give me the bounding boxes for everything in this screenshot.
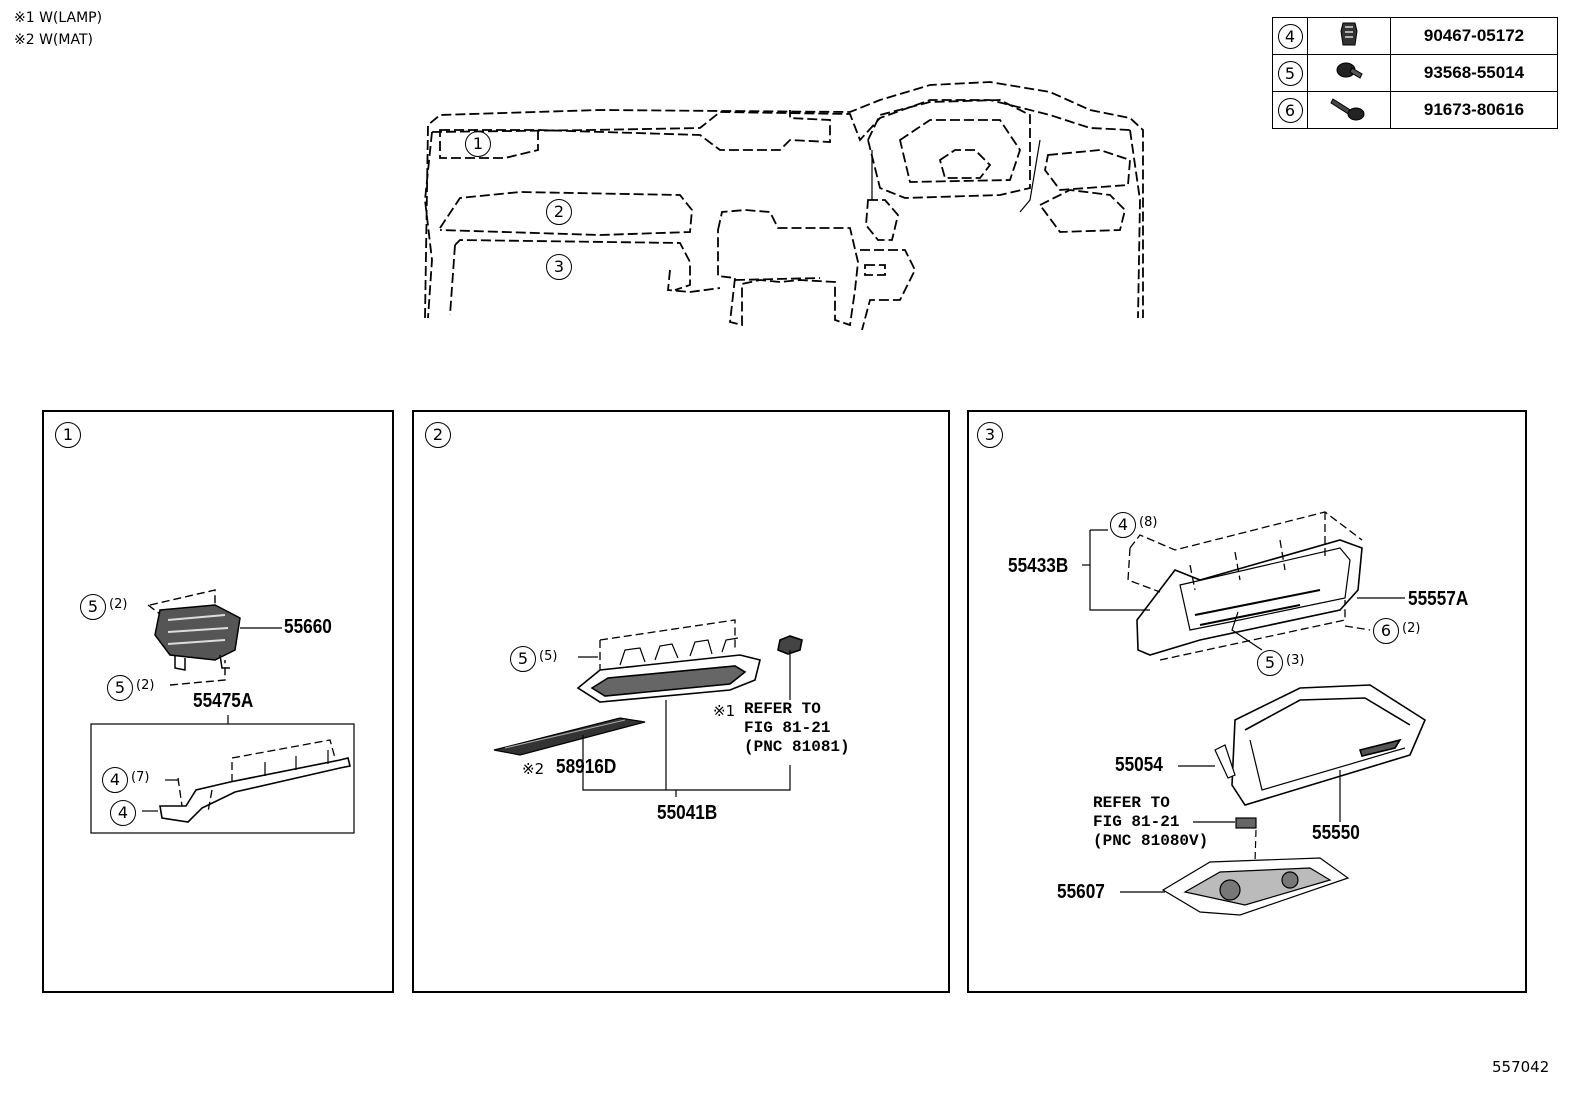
fastener-part-number: 93568-55014 <box>1390 54 1558 92</box>
fastener-table: 4 90467-05172 5 93568-55014 6 91673-8061… <box>1272 17 1558 129</box>
callout-qty: (7) <box>131 770 150 785</box>
fastener-ref: 4 <box>1277 23 1303 49</box>
note-mat: ※2 W(MAT) <box>14 32 93 48</box>
detail-panel-1 <box>42 410 394 993</box>
detail-panel-2 <box>412 410 950 993</box>
bolt-icon <box>1307 91 1391 129</box>
note-mark-lamp: ※1 <box>713 702 736 720</box>
panel-2-marker: 2 <box>425 422 451 448</box>
note-mark-mat: ※2 <box>522 760 545 778</box>
fastener-ref: 6 <box>1277 97 1303 123</box>
note-lamp: ※1 W(LAMP) <box>14 10 103 26</box>
screw-icon <box>1307 54 1391 92</box>
fastener-part-number: 91673-80616 <box>1390 91 1558 129</box>
part-label-55557A: 55557A <box>1408 588 1469 610</box>
part-label-58916D: 58916D <box>556 756 617 778</box>
fastener-ref: 5 <box>1277 60 1303 86</box>
refer-pnc-line: (PNC 81080V) <box>1093 832 1209 850</box>
callout-ref-4: 4 <box>102 767 128 793</box>
figure-id: 557042 <box>1492 1058 1550 1076</box>
fastener-row: 4 90467-05172 <box>1272 17 1558 55</box>
callout-qty: (3) <box>1286 653 1305 668</box>
fastener-part-number: 90467-05172 <box>1390 17 1558 55</box>
part-label-55607: 55607 <box>1057 881 1105 903</box>
callout-qty: (2) <box>109 597 128 612</box>
detail-panel-3 <box>967 410 1527 993</box>
callout-qty: (2) <box>136 678 155 693</box>
callout-ref-6: 6 <box>1373 618 1399 644</box>
panel-3-marker: 3 <box>977 422 1003 448</box>
overview-zone-2-marker: 2 <box>546 199 572 225</box>
panel-1-marker: 1 <box>55 422 81 448</box>
callout-ref-4: 4 <box>1110 512 1136 538</box>
part-label-55054: 55054 <box>1115 754 1163 776</box>
fastener-row: 5 93568-55014 <box>1272 54 1558 92</box>
overview-zone-1-marker: 1 <box>465 131 491 157</box>
refer-pnc-line: (PNC 81081) <box>744 738 850 756</box>
callout-qty: (5) <box>539 649 558 664</box>
callout-ref-5: 5 <box>510 646 536 672</box>
refer-to-line: REFER TO <box>744 700 821 718</box>
overview-zone-3-marker: 3 <box>546 254 572 280</box>
callout-ref-4: 4 <box>110 800 136 826</box>
part-label-55433B: 55433B <box>1008 555 1069 577</box>
part-label-55550: 55550 <box>1312 822 1360 844</box>
callout-ref-5: 5 <box>1257 650 1283 676</box>
refer-to-line: REFER TO <box>1093 794 1170 812</box>
callout-ref-5: 5 <box>80 594 106 620</box>
refer-fig-line: FIG 81-21 <box>1093 813 1180 831</box>
part-label-55041B: 55041B <box>657 802 718 824</box>
refer-fig-line: FIG 81-21 <box>744 719 831 737</box>
fastener-row: 6 91673-80616 <box>1272 91 1558 129</box>
callout-ref-5: 5 <box>107 675 133 701</box>
part-label-55660: 55660 <box>284 616 332 638</box>
callout-qty: (8) <box>1139 515 1158 530</box>
part-label-55475A: 55475A <box>193 690 254 712</box>
callout-qty: (2) <box>1402 621 1421 636</box>
